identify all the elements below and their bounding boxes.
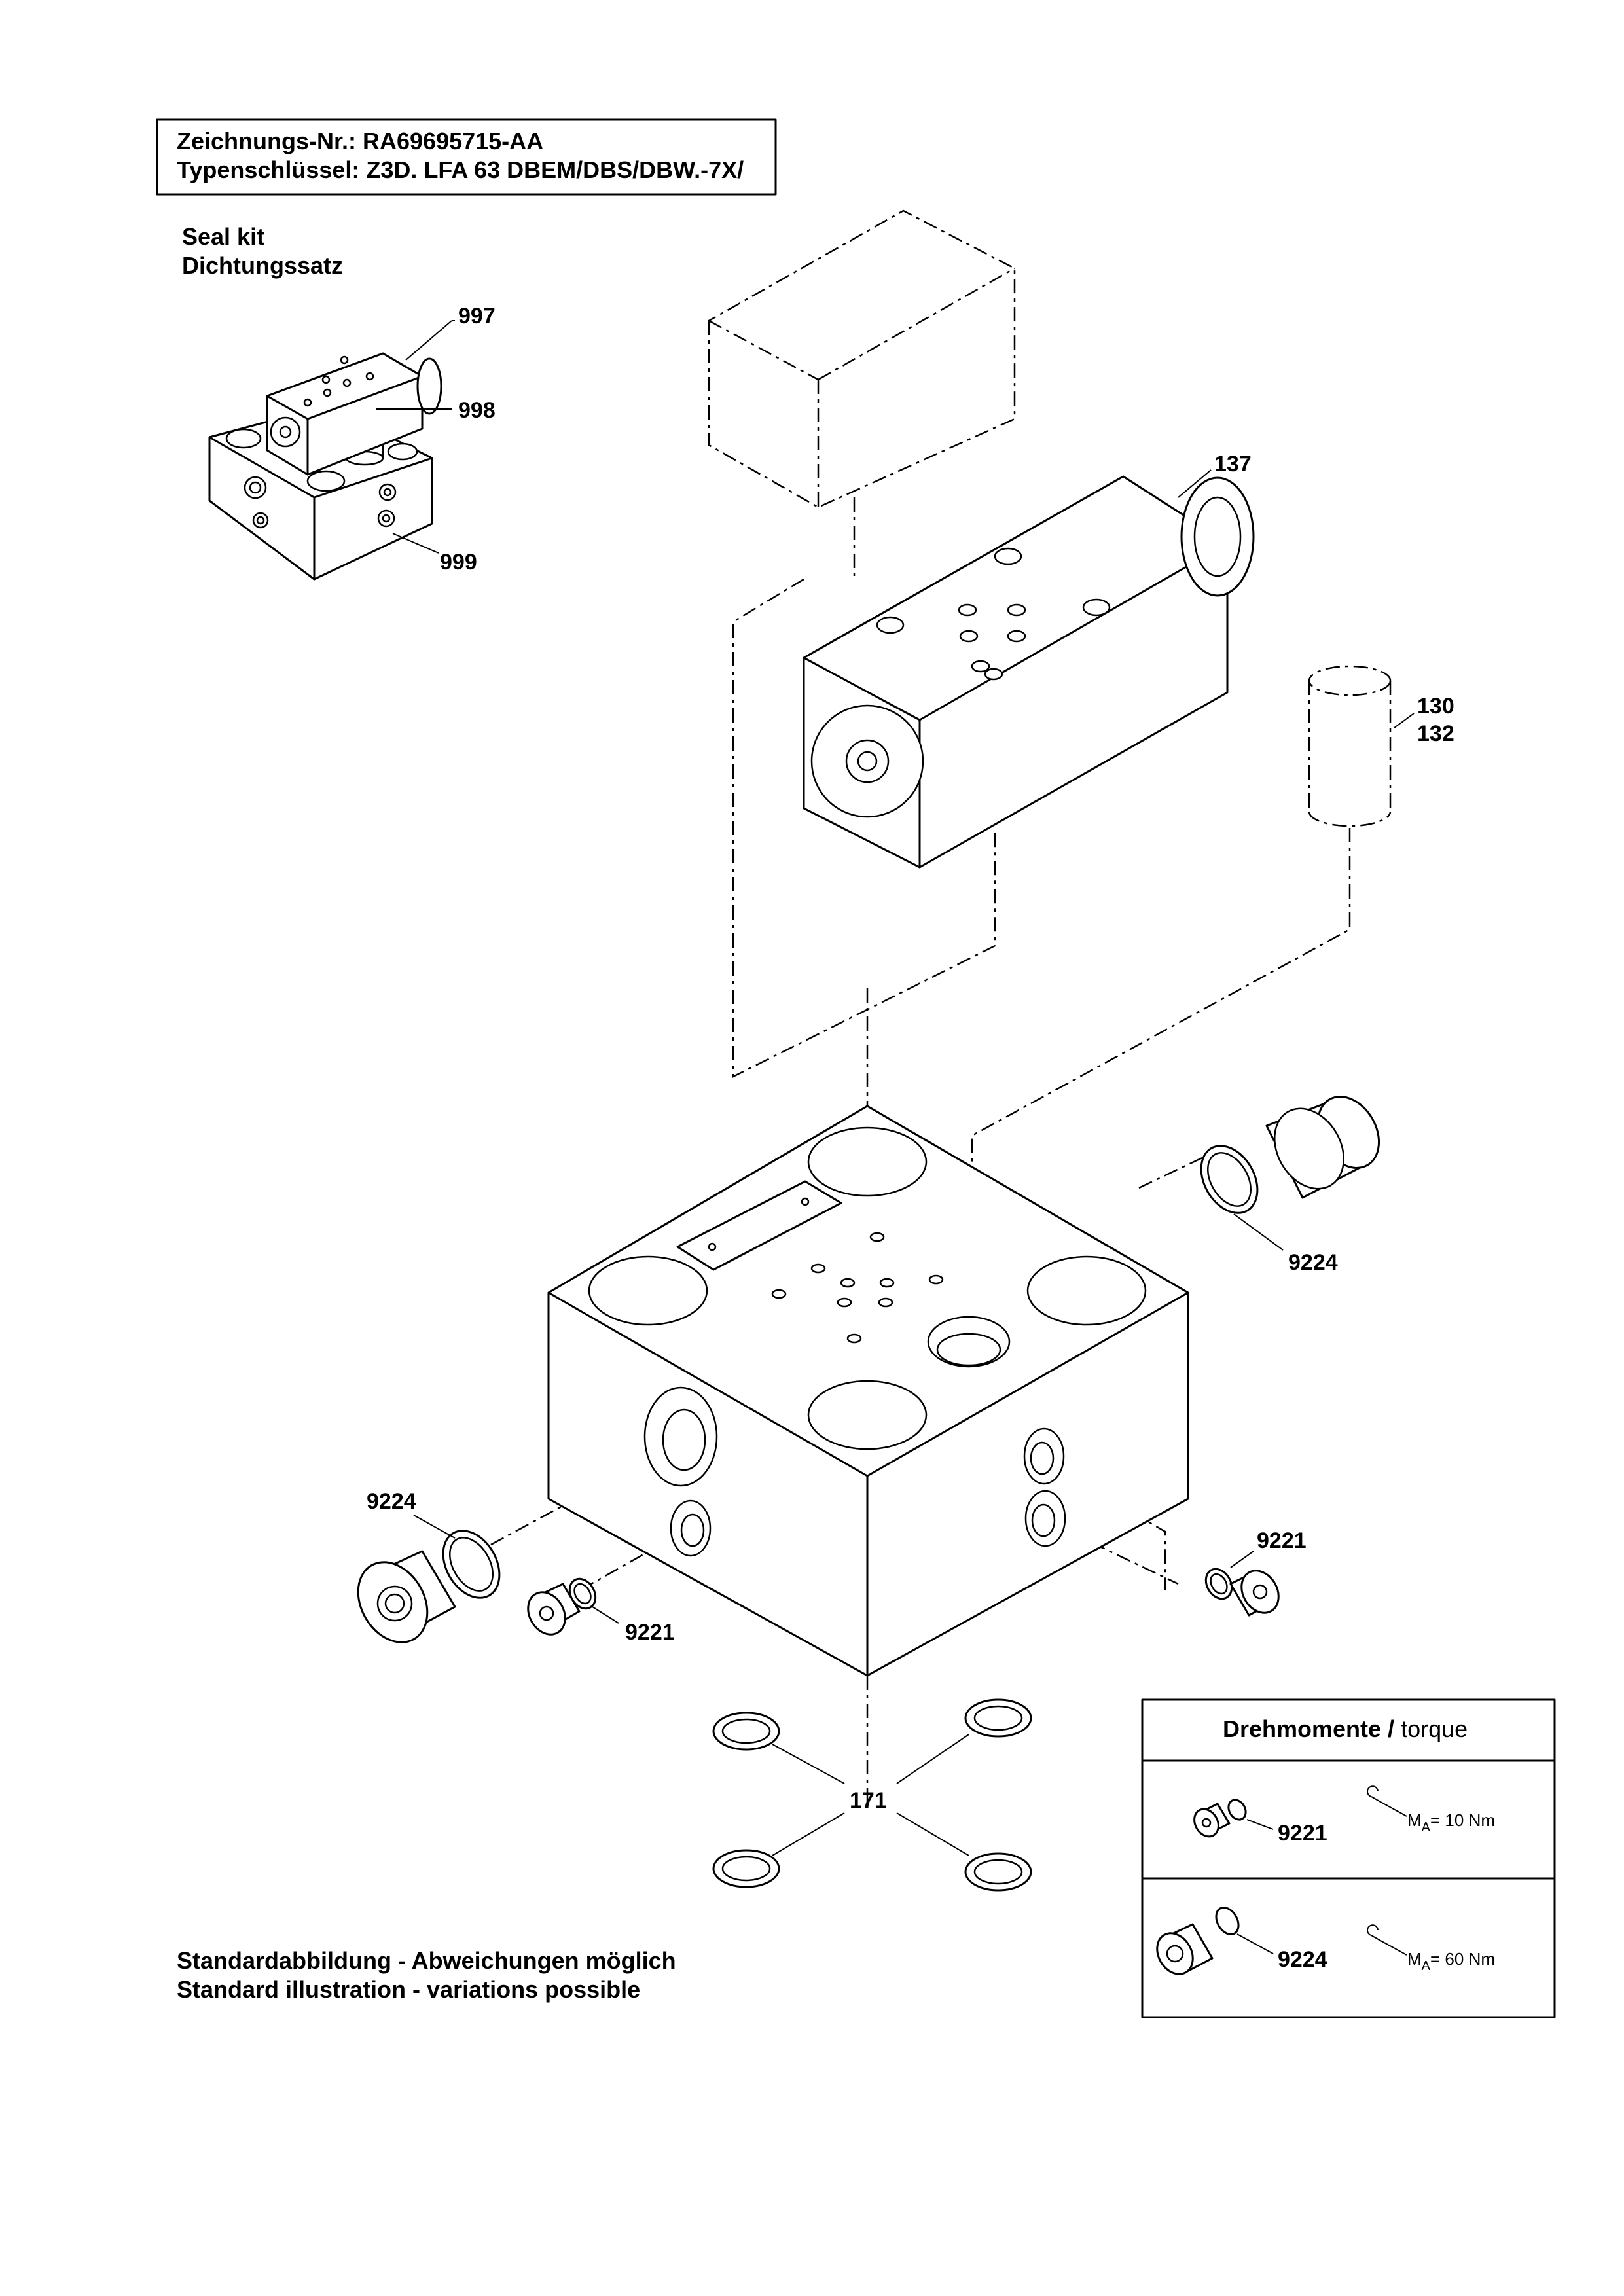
valve-body-137-illustration [803,469,1255,869]
standard-note-de: Standardabbildung - Abweichungen möglich [177,1947,676,1974]
callout-130: 130 [1417,694,1454,719]
callout-999: 999 [440,550,477,575]
torque-value-9221: MA= 10 Nm [1407,1810,1495,1835]
callout-9224-right: 9224 [1288,1250,1338,1275]
torque-table-title: Drehmomente / torque [1223,1715,1468,1742]
phantom-cartridge-outline [1308,665,1415,827]
torque-part-9221: 9221 [1278,1821,1327,1846]
torque-value-9224: MA= 60 Nm [1407,1949,1495,1973]
callout-9224-left: 9224 [367,1489,416,1514]
title-block: Zeichnungs-Nr.: RA69695715-AA Typenschlü… [156,118,777,196]
plug-9224-right-illustration [1200,1096,1380,1251]
seal-kit-label-de: Dichtungssatz [182,252,343,279]
main-manifold-block-illustration [547,1105,1189,1677]
phantom-solenoid-outline [708,209,1016,576]
wrench-icon [1367,1785,1407,1817]
seal-kit-label-en: Seal kit [182,223,264,250]
standard-note-en: Standard illustration - variations possi… [177,1976,640,2003]
seal-kit-assembly-illustration [208,320,455,581]
wrench-icon [1367,1924,1407,1956]
callout-137: 137 [1214,452,1252,476]
callout-998: 998 [458,398,496,423]
type-key: Typenschlüssel: Z3D. LFA 63 DBEM/DBS/DBW… [177,156,744,183]
torque-row-9224: 9224 MA= 60 Nm [1156,1907,1495,1975]
callout-9221-right: 9221 [1257,1528,1307,1553]
torque-table: Drehmomente / torque 9221 MA= 10 Nm 9224 [1141,1698,1556,2018]
callout-132: 132 [1417,721,1454,746]
plug-9221-right-illustration [1204,1551,1280,1617]
callout-171: 171 [850,1788,887,1813]
plug-9224-left-illustration [357,1515,501,1643]
callout-9221-left: 9221 [625,1620,675,1645]
o-rings-171-illustration [712,1698,1032,1892]
drawing-number: Zeichnungs-Nr.: RA69695715-AA [177,128,543,154]
plug-9221-left-illustration [527,1577,619,1636]
torque-row-9221: 9221 MA= 10 Nm [1193,1785,1495,1846]
torque-part-9224: 9224 [1278,1947,1327,1972]
callout-997: 997 [458,304,496,329]
